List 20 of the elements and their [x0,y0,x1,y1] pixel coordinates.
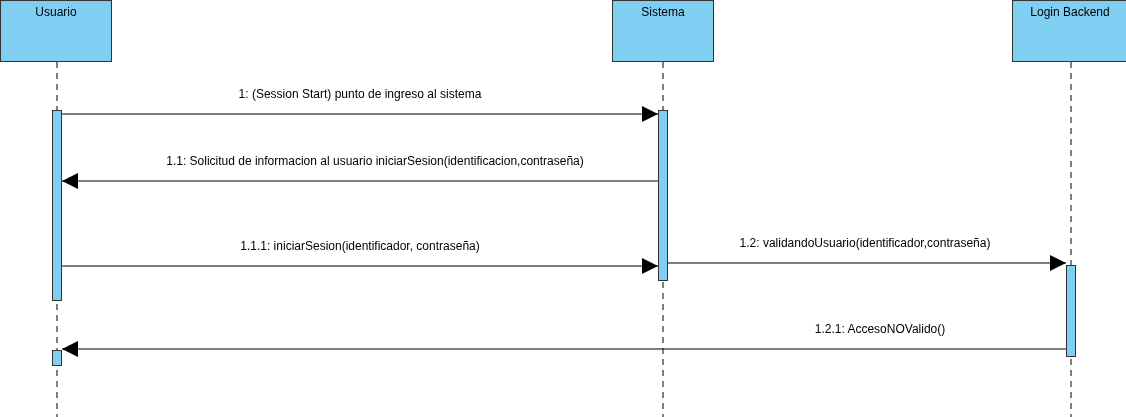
message-arrow [667,255,1067,271]
message-arrow [61,341,1067,357]
participant-name: Login Backend [1030,5,1110,19]
activation-bar [1066,265,1076,357]
message-label: 1.2.1: AccesoNOValido() [812,322,948,336]
message-label: 1: (Session Start) punto de ingreso al sistema [236,87,484,101]
message-label: 1.2: validandoUsuario(identificador,contraseña) [737,236,993,250]
lifeline-head [1012,0,1126,62]
message-label: 1.1.1: iniciarSesion(identificador, contraseña) [238,239,482,253]
message-arrow [61,173,659,189]
activation-bar [658,110,668,281]
lifeline-head [0,0,112,62]
activation-bar [52,110,62,301]
participant-name: Sistema [641,5,685,19]
message-arrow [61,106,659,122]
activation-bar [52,350,62,366]
participant-name: Usuario [35,5,77,19]
message-label: 1.1: Solicitud de informacion al usuario iniciarSesion(identificacion,contraseña) [164,154,586,168]
message-arrow [61,258,659,274]
lifeline-head [612,0,714,62]
